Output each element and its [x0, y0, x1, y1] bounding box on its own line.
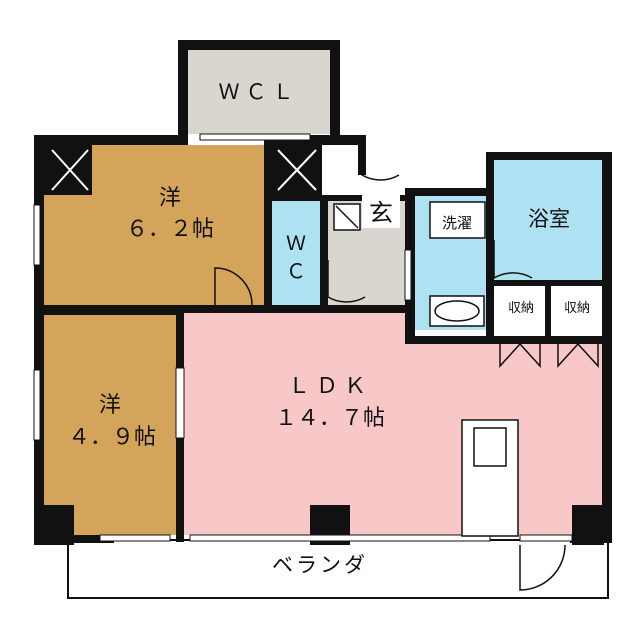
closet-marks [51, 149, 317, 191]
fixtures [333, 201, 519, 537]
doors [214, 138, 599, 591]
wcl-label: ＷＣＬ [219, 80, 300, 104]
windows [33, 133, 573, 542]
storage-2-label: 収納 [564, 301, 590, 316]
veranda-label: ベランダ [272, 553, 368, 577]
western-room-2-size: ４．９帖 [68, 425, 156, 450]
entrance-label: 玄 [369, 199, 393, 227]
entrance-label-bg [362, 194, 400, 228]
wcl-room [188, 50, 330, 134]
western-room-2-name: 洋 [99, 393, 121, 418]
western-room-2 [44, 315, 180, 535]
ldk-size: １４．７帖 [275, 406, 385, 431]
bath-label: 浴室 [528, 207, 570, 231]
wc-label-top: Ｗ [286, 231, 306, 255]
wc-room [272, 200, 322, 305]
wc-label-bottom: Ｃ [286, 259, 306, 283]
washroom-label: 洗濯 [442, 214, 472, 232]
storage-2-box [556, 290, 598, 322]
storage-1-label: 収納 [508, 301, 534, 316]
bathroom [492, 160, 602, 280]
storage-1-box [500, 290, 542, 322]
western-room-1-size: ６．２帖 [126, 217, 214, 242]
western-room-1-name: 洋 [159, 186, 181, 211]
ldk-room [182, 312, 602, 535]
veranda-area [67, 539, 609, 599]
ldk-name: ＬＤＫ [288, 374, 372, 399]
